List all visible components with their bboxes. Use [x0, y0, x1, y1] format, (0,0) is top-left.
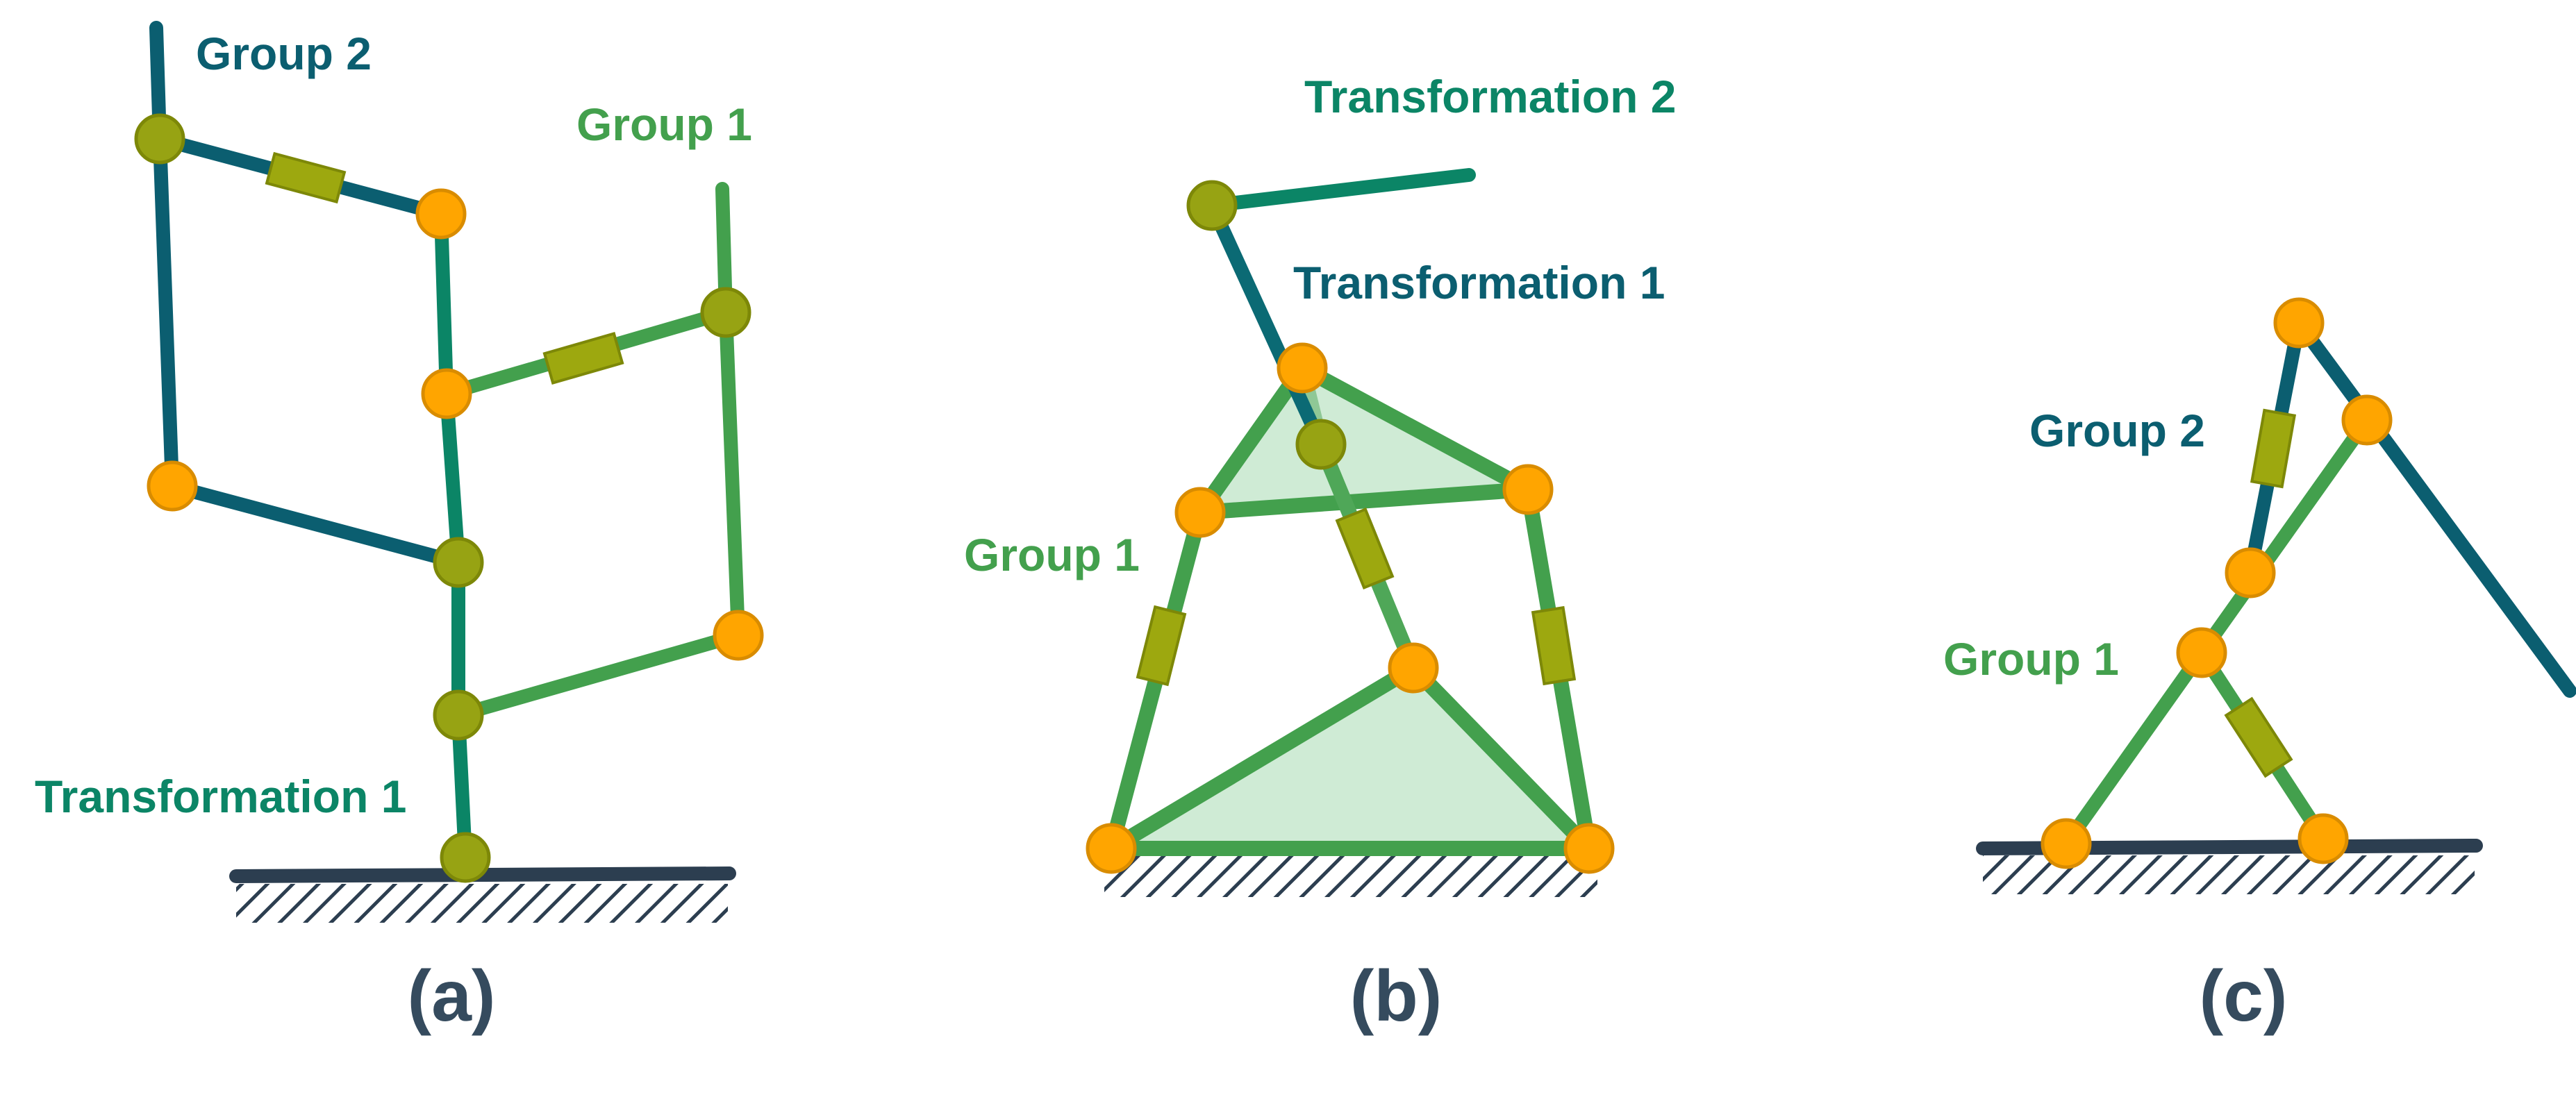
ground-hatch: [1104, 854, 1597, 897]
caption-a: (a): [407, 956, 495, 1037]
actuator: [1531, 605, 1577, 686]
group1-label: Group 1: [576, 99, 752, 150]
olive-joint: [1186, 180, 1238, 231]
panel-b: Transformation 2 Transformation 1 Group …: [964, 71, 1676, 1037]
olive-joint: [433, 537, 484, 588]
actuator: [542, 332, 624, 385]
group1-link-long: [2059, 413, 2374, 851]
orange-joint: [2297, 813, 2349, 864]
panel-c: Group 2 Group 1 (c): [1943, 297, 2576, 1037]
olive-joint: [134, 113, 185, 165]
orange-joint: [1563, 823, 1615, 874]
orange-joint: [1502, 464, 1554, 515]
orange-joint: [415, 188, 467, 240]
transformation1-label: Transformation 1: [1293, 257, 1665, 308]
group1-link: [1295, 360, 1536, 497]
olive-joint: [433, 689, 484, 741]
transformation1-link-2: [440, 387, 465, 569]
orange-joint: [1086, 823, 1137, 874]
group2-label: Group 2: [196, 28, 372, 79]
group1-label: Group 1: [1943, 633, 2119, 685]
orange-joint: [2225, 547, 2276, 598]
orange-joint: [421, 368, 472, 419]
transformation2-link: [1205, 168, 1476, 212]
ground-hatch: [236, 884, 728, 923]
transformation1-label: Transformation 1: [35, 771, 406, 822]
olive-joint: [440, 832, 491, 883]
olive-joint: [1295, 419, 1347, 470]
actuator: [2224, 696, 2293, 778]
transformation2-label: Transformation 2: [1304, 71, 1676, 122]
orange-joint: [1388, 642, 1439, 694]
group1-link-lower: [451, 628, 745, 722]
actuator: [2250, 408, 2297, 489]
panel-a: Group 2 Group 1 Transformation 1 (a): [35, 21, 764, 1037]
group2-link-long: [2292, 316, 2576, 698]
caption-b: (b): [1350, 956, 1443, 1037]
orange-joint: [147, 460, 198, 512]
group1-link: [1193, 482, 1536, 520]
orange-joint: [2341, 394, 2393, 446]
group1-link-right: [719, 305, 745, 642]
orange-joint: [1174, 487, 1226, 538]
group2-link-left: [153, 132, 179, 493]
group1-link: [1406, 660, 1597, 856]
caption-c: (c): [2199, 956, 2287, 1037]
group1-link: [1193, 360, 1310, 520]
group1-link: [1104, 660, 1421, 856]
orange-joint: [713, 610, 764, 661]
transformation1-link: [1205, 199, 1328, 451]
orange-joint: [2273, 297, 2325, 349]
actuator: [1136, 605, 1187, 687]
orange-joint: [1277, 342, 1328, 394]
orange-joint: [2176, 627, 2227, 678]
orange-joint: [2041, 818, 2092, 869]
actuator: [265, 151, 347, 204]
group1-label: Group 1: [964, 529, 1140, 580]
actuator: [1335, 507, 1395, 590]
transformation1-link-1: [434, 207, 454, 401]
group2-link-lower: [165, 479, 465, 569]
lower-triangle-fill: [1111, 668, 1589, 848]
olive-joint: [700, 287, 751, 338]
group2-label: Group 2: [2029, 405, 2205, 456]
